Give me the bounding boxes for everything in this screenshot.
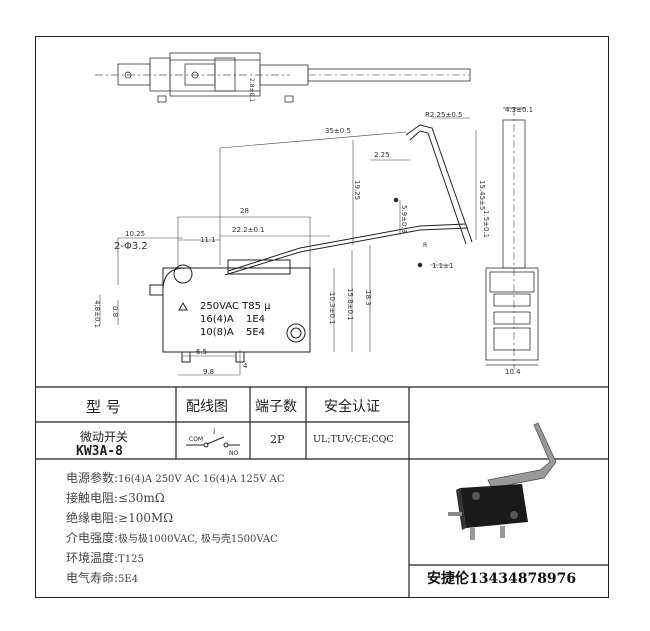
wiring-nc-label: i: [213, 427, 215, 436]
dim-1925: 19.25: [353, 180, 361, 200]
spec-item: 环境温度:T125: [66, 551, 144, 565]
header-wiring: 配线图: [186, 399, 228, 415]
dim-43: 4.3±0.1: [505, 106, 533, 114]
dim-hole: 2-Φ3.2: [114, 241, 148, 252]
dim-183: 18.3: [364, 290, 372, 306]
spec-item: 接触电阻:≤30mΩ: [66, 491, 165, 505]
table-grid: [35, 386, 609, 598]
dimension-lines: [99, 117, 477, 376]
row-type-name: 微动开关: [80, 430, 129, 444]
dim-104: 10.4: [505, 368, 521, 376]
product-illustration: [448, 422, 557, 540]
dim-222: 22.2±0.1: [232, 226, 265, 234]
top-view: [95, 52, 471, 103]
body-marking-line2b: 1E4: [246, 314, 265, 325]
dim-1025: 10.25: [125, 230, 145, 238]
header-model: 型 号: [86, 398, 121, 416]
body-marking-line2a: 16(4)A: [200, 314, 234, 325]
drawing-sheet: [35, 36, 609, 598]
dim-r225: R2.25±0.5: [425, 111, 462, 119]
row-model: KW3A-8: [76, 444, 123, 459]
dim-103: 10.3±0.1: [328, 292, 336, 325]
dim-225: 2.25: [374, 151, 390, 159]
wiring-no-label: NO: [229, 450, 238, 457]
header-certification: 安全认证: [324, 399, 380, 415]
dim-65: 6.5: [196, 348, 207, 356]
dim-08: 0.8: [111, 306, 119, 317]
body-marking-line1: 250VAC T85 μ: [200, 301, 271, 312]
row-terminals: 2P: [270, 433, 285, 446]
row-certifications: UL;TUV;CE;CQC: [313, 434, 394, 445]
dim-158: 15.8±0.1: [346, 288, 354, 321]
spec-item: 绝缘电阻:≥100MΩ: [66, 511, 174, 525]
dim-r: R: [423, 242, 427, 249]
spec-item: 电源参数:16(4)A 250V AC 16(4)A 125V AC: [66, 471, 285, 485]
dim-top-label: 2.8±0.1: [248, 78, 255, 102]
spec-item: 介电强度:极与极1000VAC, 极与壳1500VAC: [66, 531, 278, 545]
dim-98: 9.8: [203, 368, 214, 376]
dim-48: 4.8±0.1: [93, 300, 101, 328]
body-marking-line3b: 5E4: [246, 327, 265, 338]
dim-35: 35±0.5: [325, 127, 351, 135]
spec-item: 电气寿命:5E4: [66, 571, 139, 585]
contact-info: 安捷伦13434878976: [427, 571, 577, 587]
dim-15: 1.5±0.1: [482, 210, 490, 238]
wiring-com-label: COM: [189, 436, 203, 443]
front-view: [149, 124, 473, 363]
dim-59: 5.9±0.3: [400, 205, 408, 233]
wiring-diagram: [186, 436, 240, 448]
side-view: [485, 107, 539, 370]
dim-4: 4: [243, 362, 248, 370]
dim-1545: 15.45±5: [478, 180, 486, 210]
dim-11: 1.1±1: [432, 262, 453, 270]
body-marking-line3a: 10(8)A: [200, 327, 234, 338]
dim-28: 28: [240, 207, 249, 215]
header-terminals: 端子数: [255, 399, 297, 415]
dim-111: 11.1: [200, 236, 216, 244]
